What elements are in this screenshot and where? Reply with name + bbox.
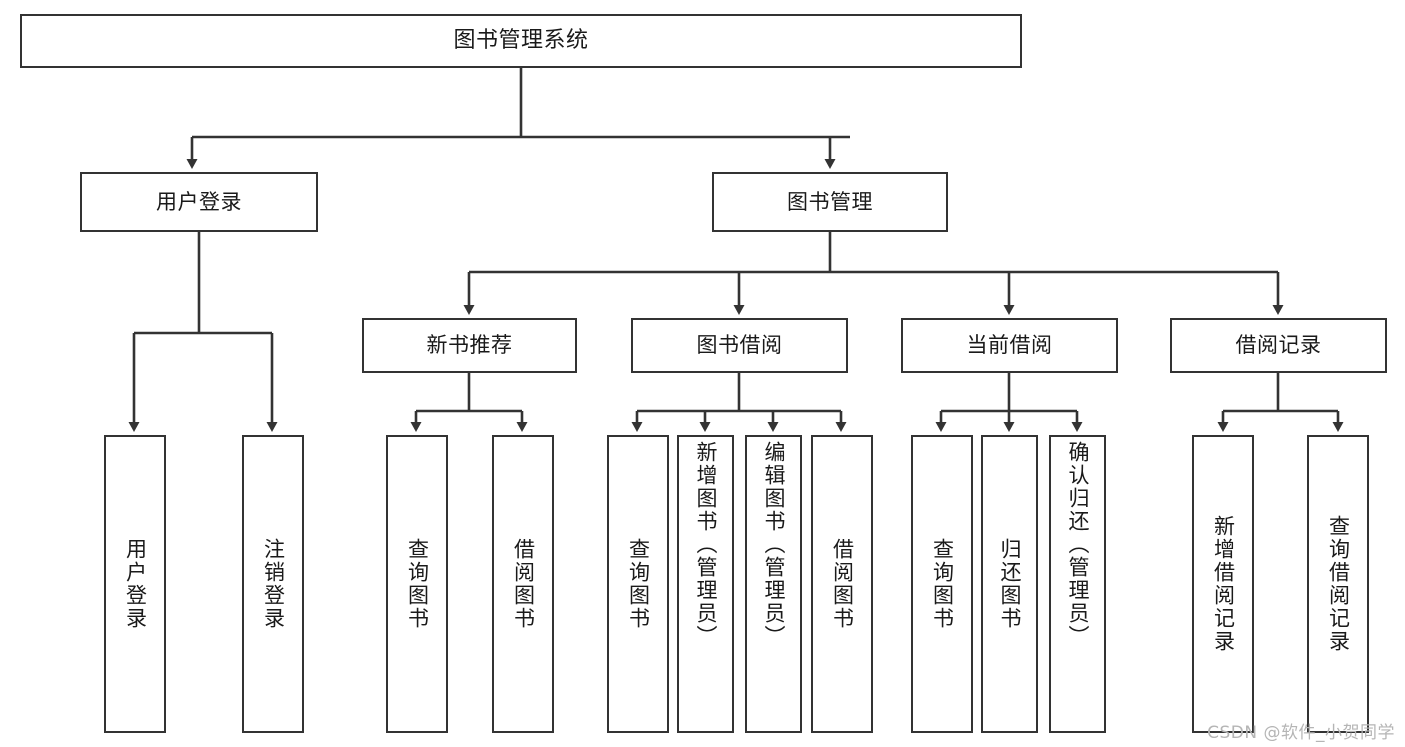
node-book-borrow[interactable]: 图书借阅	[631, 318, 848, 373]
node-root-label: 图书管理系统	[453, 28, 589, 54]
node-leaf-record-query-record[interactable]: 查询借阅记录	[1307, 435, 1369, 733]
node-leaf-record-add-record[interactable]: 新增借阅记录	[1192, 435, 1254, 733]
node-leaf-logout-label: 注销登录	[261, 538, 286, 630]
node-book-borrow-label: 图书借阅	[696, 333, 783, 358]
node-leaf-current-confirm-return-label: 确认归还（管理员）	[1066, 441, 1090, 648]
node-leaf-borrow-add-book[interactable]: 新增图书（管理员）	[677, 435, 734, 733]
node-root[interactable]: 图书管理系统	[20, 14, 1022, 68]
node-borrow-record[interactable]: 借阅记录	[1170, 318, 1387, 373]
node-leaf-borrow-add-book-label: 新增图书（管理员）	[694, 441, 718, 648]
node-leaf-borrow-borrow-book[interactable]: 借阅图书	[811, 435, 873, 733]
node-current-borrow-label: 当前借阅	[966, 333, 1053, 358]
watermark-text: CSDN @软件_小贺同学	[1207, 723, 1395, 743]
node-leaf-current-return-book-label: 归还图书	[998, 538, 1022, 630]
node-leaf-current-return-book[interactable]: 归还图书	[981, 435, 1038, 733]
node-leaf-borrow-edit-book-label: 编辑图书（管理员）	[762, 441, 786, 648]
node-leaf-current-query-book-label: 查询图书	[930, 538, 955, 630]
node-leaf-borrow-query-book[interactable]: 查询图书	[607, 435, 669, 733]
node-leaf-logout[interactable]: 注销登录	[242, 435, 304, 733]
node-leaf-newbook-borrow-book-label: 借阅图书	[511, 538, 536, 630]
node-leaf-borrow-edit-book[interactable]: 编辑图书（管理员）	[745, 435, 802, 733]
node-leaf-current-confirm-return[interactable]: 确认归还（管理员）	[1049, 435, 1106, 733]
node-leaf-newbook-query-book-label: 查询图书	[405, 538, 430, 630]
node-leaf-borrow-borrow-book-label: 借阅图书	[830, 538, 855, 630]
node-borrow-record-label: 借阅记录	[1235, 333, 1322, 358]
node-leaf-borrow-query-book-label: 查询图书	[626, 538, 651, 630]
node-book-management[interactable]: 图书管理	[712, 172, 948, 232]
node-user-login[interactable]: 用户登录	[80, 172, 318, 232]
node-leaf-user-login-label: 用户登录	[123, 538, 148, 630]
node-book-management-label: 图书管理	[787, 189, 873, 214]
node-current-borrow[interactable]: 当前借阅	[901, 318, 1118, 373]
node-leaf-newbook-borrow-book[interactable]: 借阅图书	[492, 435, 554, 733]
node-leaf-user-login[interactable]: 用户登录	[104, 435, 166, 733]
node-leaf-newbook-query-book[interactable]: 查询图书	[386, 435, 448, 733]
node-user-login-label: 用户登录	[156, 189, 242, 214]
node-new-book-recommend[interactable]: 新书推荐	[362, 318, 577, 373]
node-new-book-recommend-label: 新书推荐	[426, 333, 513, 358]
node-leaf-record-add-record-label: 新增借阅记录	[1211, 515, 1236, 653]
node-leaf-current-query-book[interactable]: 查询图书	[911, 435, 973, 733]
node-leaf-record-query-record-label: 查询借阅记录	[1326, 515, 1351, 653]
